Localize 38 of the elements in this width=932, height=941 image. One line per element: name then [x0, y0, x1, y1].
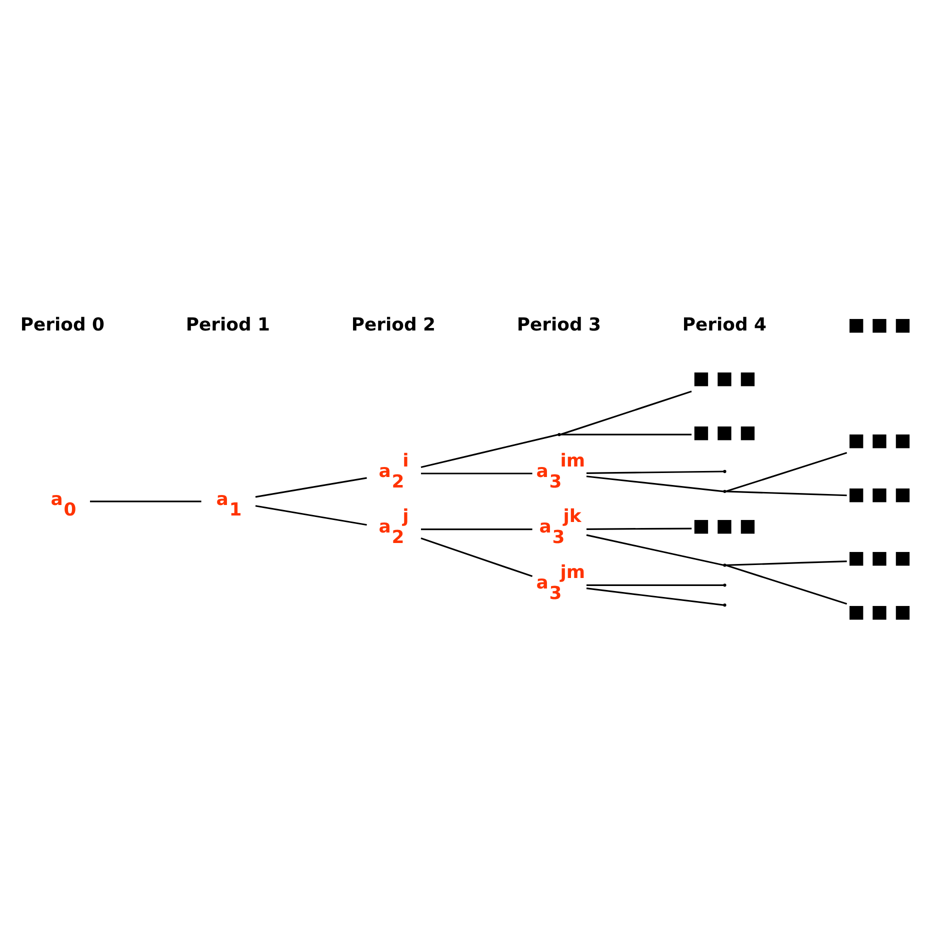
node-point [723, 584, 726, 587]
connector [560, 390, 692, 436]
node-point [723, 490, 726, 494]
connector [255, 477, 367, 498]
node-text: ■ ■ ■ [848, 430, 912, 451]
connector [586, 588, 724, 606]
label: Period 4 [682, 314, 767, 336]
connector [586, 584, 724, 586]
connector [90, 500, 202, 502]
connector [586, 476, 724, 492]
node-text: ■ ■ ■ [692, 422, 756, 443]
node-point [723, 604, 726, 607]
connector [255, 505, 367, 526]
connector [420, 538, 533, 578]
connector [420, 472, 532, 474]
node-text: ■ ■ ■ [692, 368, 756, 390]
connector [586, 534, 724, 566]
label: Period 3 [516, 314, 602, 336]
node-text: ■ ■ ■ [848, 601, 912, 622]
connector [726, 452, 848, 492]
connector [586, 470, 724, 474]
connector [586, 528, 692, 530]
connector [420, 434, 558, 468]
label: Period 2 [351, 314, 436, 336]
node-point [723, 564, 726, 567]
label: ■ ■ ■ [848, 314, 912, 336]
node-text: ■ ■ ■ [848, 484, 912, 505]
connector [726, 560, 847, 566]
connector [726, 564, 848, 605]
node-point [723, 470, 726, 474]
node-point [558, 433, 561, 436]
label: Period 0 [20, 314, 105, 336]
label: Period 1 [186, 314, 270, 336]
connector [726, 490, 847, 496]
connector [420, 528, 532, 530]
node-text: ■ ■ ■ [692, 516, 756, 537]
node-text: ■ ■ ■ [848, 548, 912, 569]
connector [560, 434, 692, 436]
